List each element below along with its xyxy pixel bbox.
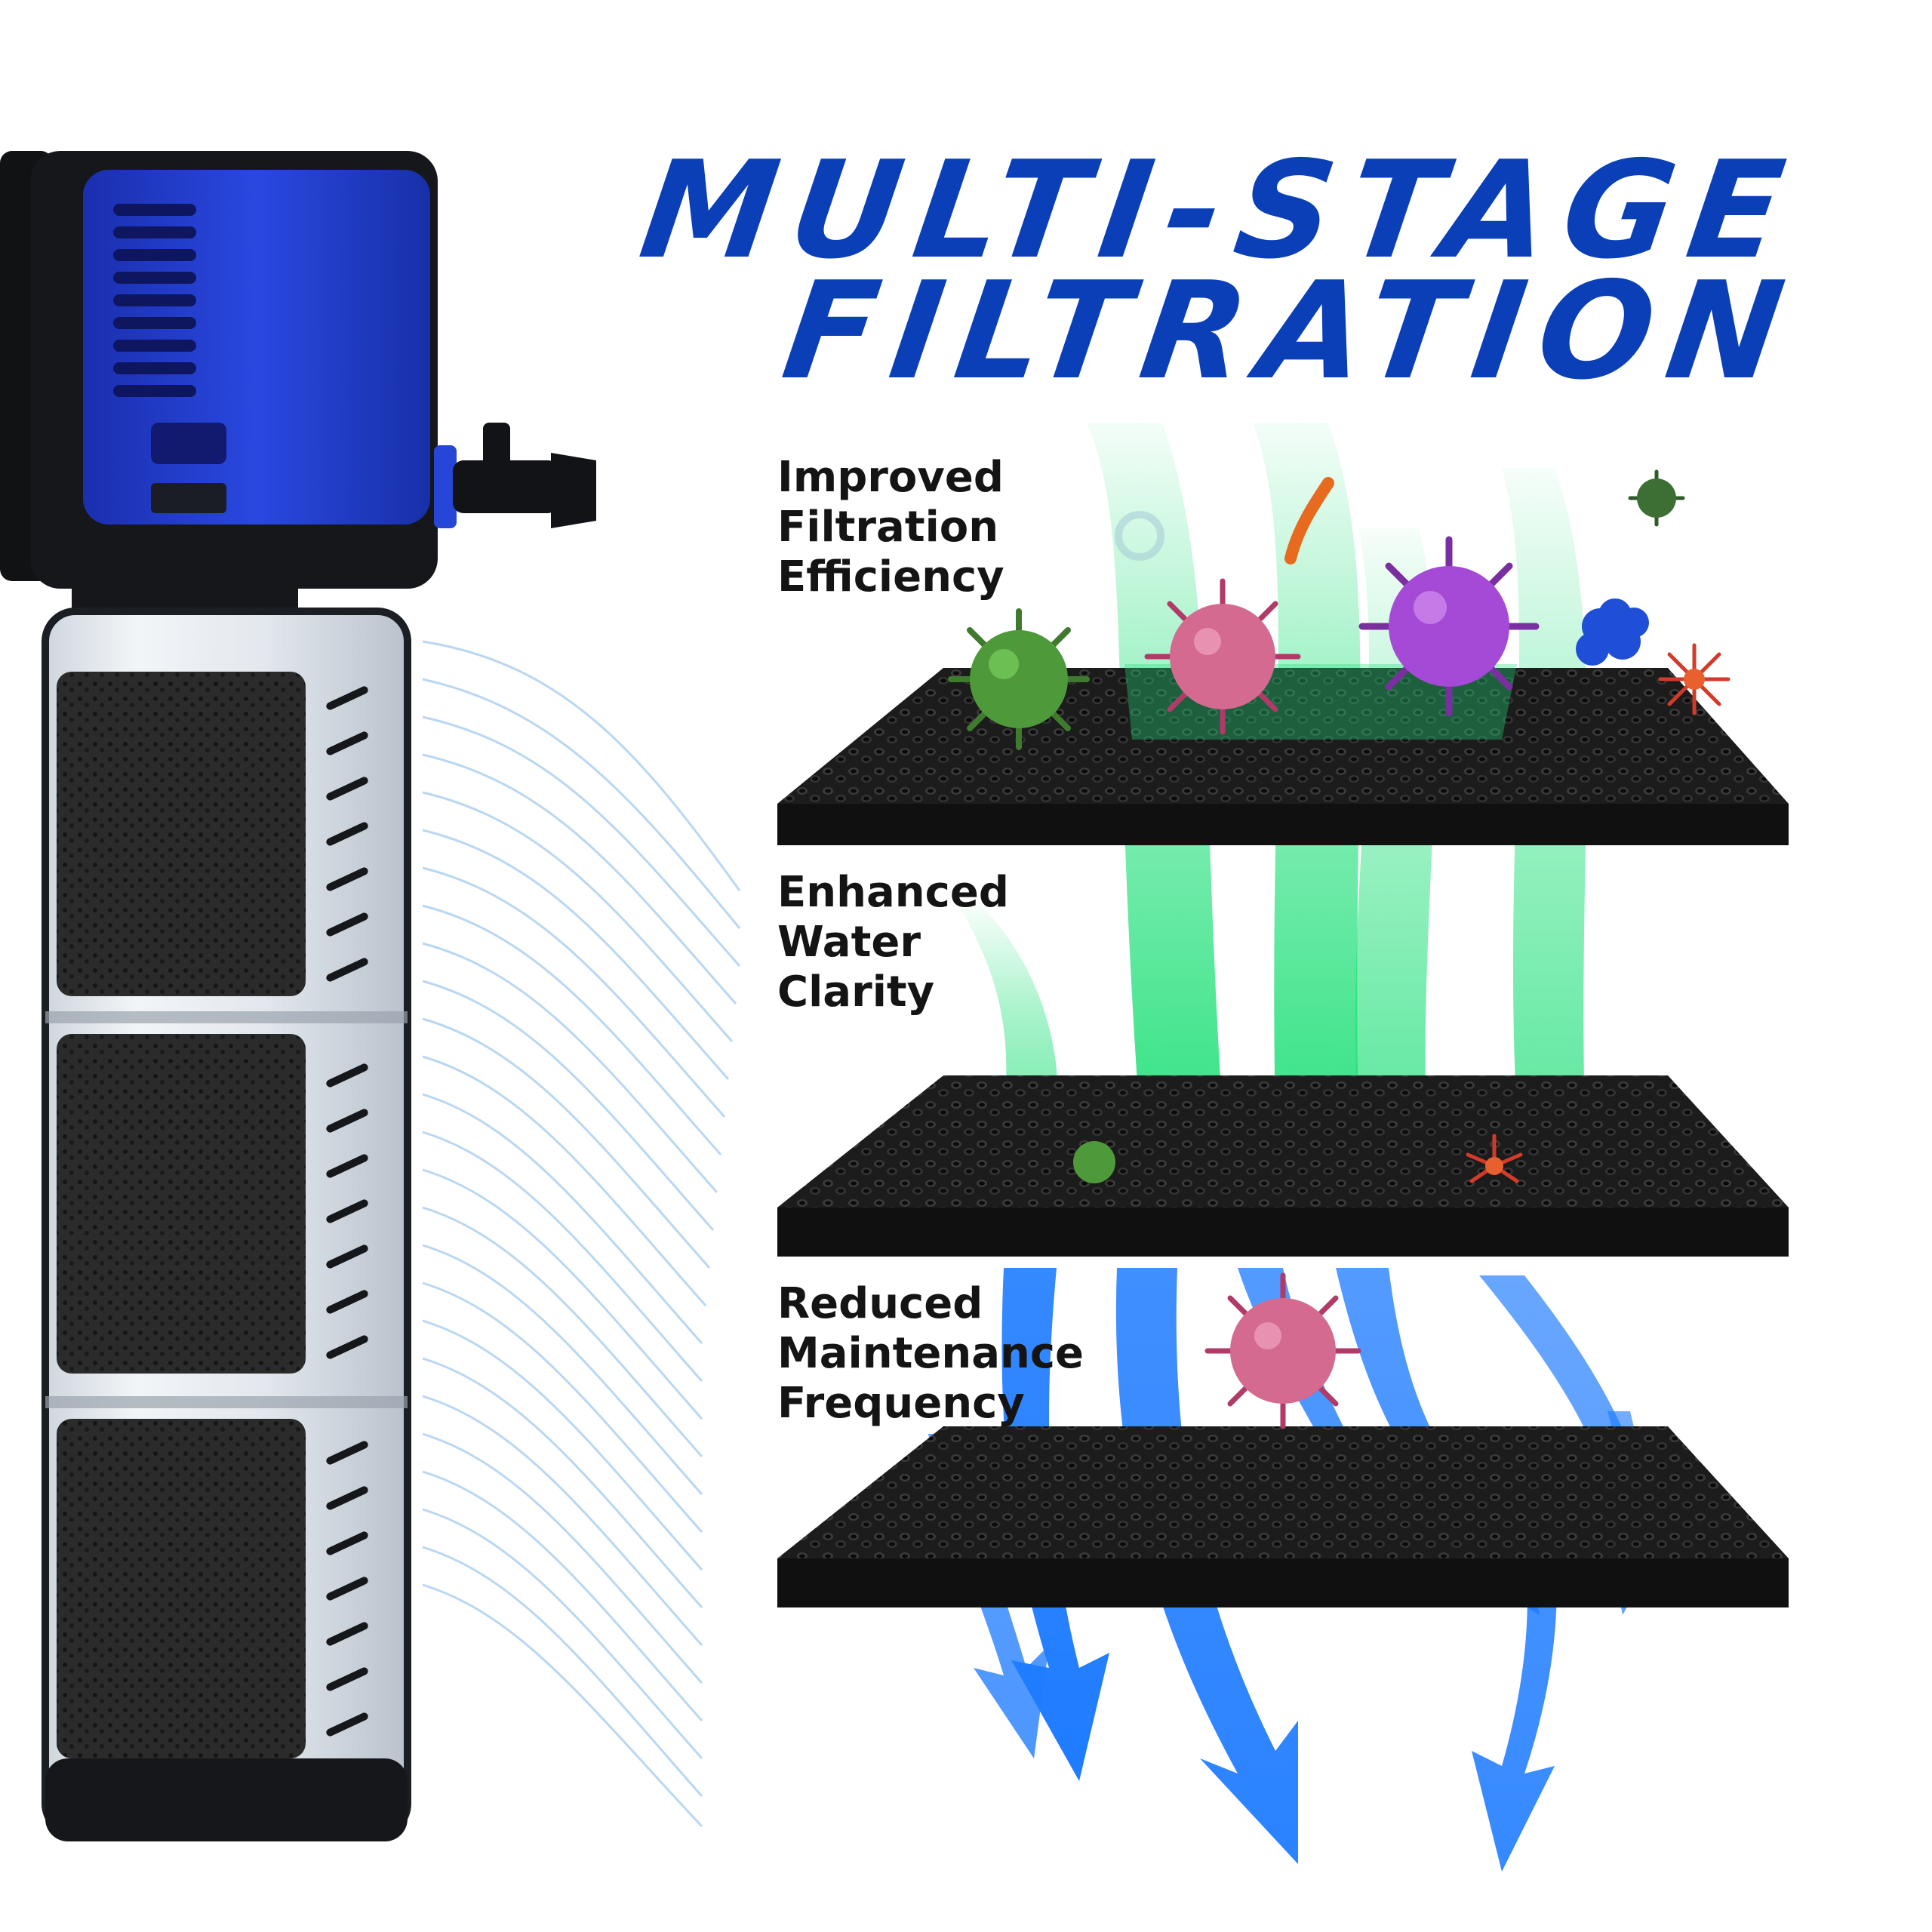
filter-base — [45, 1758, 408, 1841]
indicator-window — [151, 423, 226, 464]
stage-label-1-line-1: Improved — [777, 453, 1004, 502]
virus-icon-red — [1658, 643, 1730, 715]
virus-icon-green — [948, 608, 1090, 750]
stage-label-1-line-2: Filtration — [777, 503, 999, 552]
bacteria-icon-blue — [1576, 598, 1649, 666]
stage-label-3-line-1: Reduced — [777, 1279, 983, 1328]
filter-sponge-layer-1 — [777, 664, 1789, 845]
virus-icon-bottom-pink — [1204, 1272, 1361, 1429]
aquarium-filter-pump — [0, 151, 596, 1841]
virus-icon-purple — [1358, 536, 1540, 717]
headline-line-2: FILTRATION — [774, 253, 1807, 409]
stage-label-2-line-1: Enhanced — [777, 868, 1009, 917]
outlet-nozzle — [453, 460, 558, 513]
intake-slots — [326, 686, 368, 1737]
vent-grille — [113, 204, 196, 397]
stage-label-2-line-3: Clarity — [777, 968, 935, 1017]
stage-label-1: Improved Filtration Efficiency — [777, 453, 1004, 602]
stage-label-3: Reduced Maintenance Frequency — [777, 1279, 1084, 1429]
virus-icon-pink — [1144, 578, 1301, 735]
stage-label-3-line-3: Frequency — [777, 1379, 1025, 1428]
virus-icon-small-green — [1073, 1141, 1115, 1183]
sponge-cartridge-2 — [57, 1034, 306, 1374]
filter-sponge-layer-2 — [777, 1075, 1789, 1257]
virus-icon-pale — [1115, 511, 1164, 561]
water-flow-lines — [422, 640, 741, 1828]
stage-label-2-line-2: Water — [777, 918, 921, 967]
sponge-cartridge-3 — [57, 1419, 306, 1758]
bacteria-icon-orange — [1284, 477, 1334, 565]
virus-icon-darkgreen — [1628, 469, 1685, 527]
filter-sponge-layer-3 — [777, 1426, 1789, 1607]
virus-icon-small-red — [1466, 1134, 1523, 1183]
sponge-cartridge-1 — [57, 672, 306, 996]
stage-label-3-line-2: Maintenance — [777, 1329, 1084, 1378]
stage-label-2: Enhanced Water Clarity — [777, 868, 1009, 1017]
stage-label-1-line-3: Efficiency — [777, 552, 1004, 601]
